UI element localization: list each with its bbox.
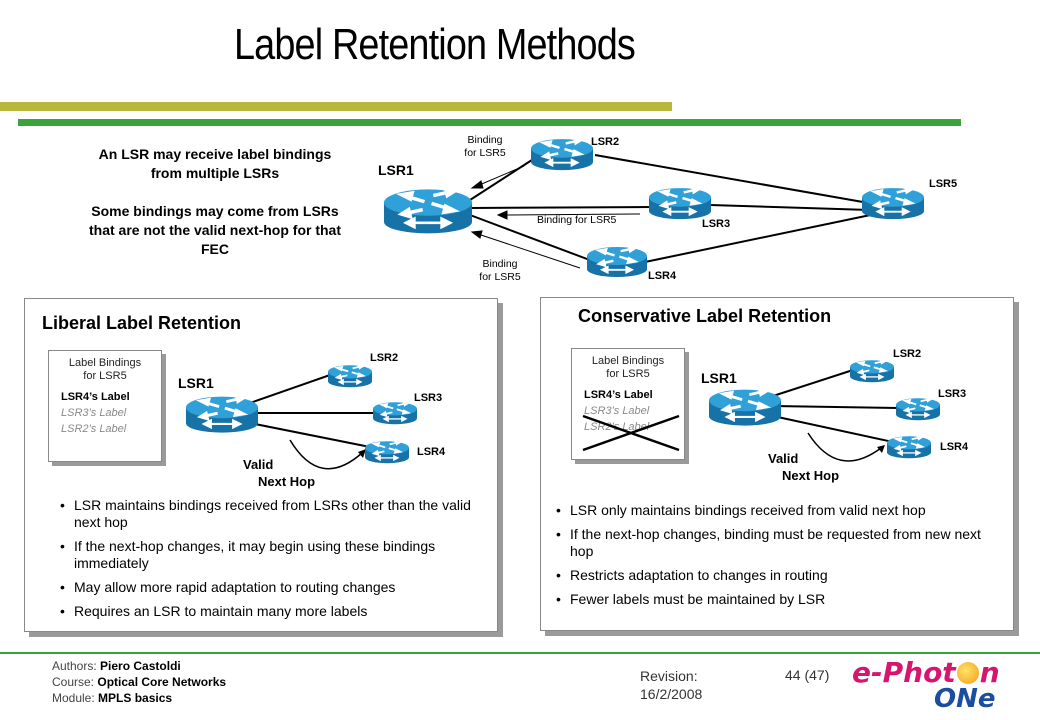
liberal-lsr4-label: LSR4 bbox=[417, 446, 446, 458]
liberal-bullet: May allow more rapid adaptation to routi… bbox=[60, 579, 480, 596]
liberal-bindings-head-2: for LSR5 bbox=[83, 370, 127, 382]
liberal-bullets: LSR maintains bindings received from LSR… bbox=[60, 497, 480, 627]
conservative-bullet: Fewer labels must be maintained by LSR bbox=[556, 591, 996, 608]
liberal-next-hop-label: Next Hop bbox=[258, 474, 316, 489]
intro-text-1: An LSR may receive label bindings from m… bbox=[98, 146, 332, 181]
liberal-bullet: If the next-hop changes, it may begin us… bbox=[60, 538, 480, 572]
router-lsr1-icon bbox=[382, 186, 474, 236]
liberal-network-diagram bbox=[184, 363, 418, 470]
liberal-valid-label: Valid bbox=[243, 457, 274, 472]
title-underline-olive bbox=[0, 102, 672, 111]
top-lsr2-label: LSR2 bbox=[591, 136, 620, 148]
footer-meta: Authors: Piero Castoldi Course: Optical … bbox=[52, 659, 227, 705]
top-network-diagram bbox=[382, 137, 926, 279]
conservative-bullet: If the next-hop changes, binding must be… bbox=[556, 526, 996, 560]
conservative-next-hop-label: Next Hop bbox=[782, 468, 840, 483]
conservative-router-lsr3-icon bbox=[895, 396, 941, 422]
liberal-router-lsr1-icon bbox=[184, 394, 260, 435]
footer-revision: Revision: 16/2/2008 bbox=[640, 668, 703, 702]
router-lsr5-icon bbox=[860, 186, 926, 221]
conservative-lsr1-label: LSR1 bbox=[701, 370, 737, 386]
liberal-row-lsr4: LSR4’s Label bbox=[61, 391, 130, 403]
conservative-valid-label: Valid bbox=[768, 451, 799, 466]
router-lsr2-icon bbox=[529, 137, 595, 172]
liberal-router-lsr3-icon bbox=[372, 400, 418, 426]
liberal-row-lsr3: LSR3’s Label bbox=[61, 407, 127, 419]
footer-page-number: 44 (47) bbox=[785, 667, 830, 683]
conservative-bindings-box: Label Bindings for LSR5 LSR4’s Label LSR… bbox=[571, 348, 685, 460]
intro-text-2: Some bindings may come from LSRs that ar… bbox=[88, 203, 341, 257]
liberal-lsr2-label: LSR2 bbox=[370, 352, 399, 364]
router-lsr3-icon bbox=[647, 186, 713, 221]
liberal-bindings-box: Label Bindings for LSR5 LSR4’s Label LSR… bbox=[48, 350, 162, 462]
conservative-row-lsr3: LSR3’s Label bbox=[584, 405, 650, 417]
liberal-lsr1-label: LSR1 bbox=[178, 375, 214, 391]
footer-divider bbox=[0, 652, 1040, 654]
conservative-lsr2-label: LSR2 bbox=[893, 348, 922, 360]
title-underline-green bbox=[18, 119, 961, 126]
conservative-bullet: Restricts adaptation to changes in routi… bbox=[556, 567, 996, 584]
conservative-row-lsr4: LSR4’s Label bbox=[584, 389, 653, 401]
conservative-router-lsr2-icon bbox=[849, 358, 895, 384]
liberal-router-lsr4-icon bbox=[364, 439, 410, 465]
conservative-lsr4-label: LSR4 bbox=[940, 441, 969, 453]
conservative-router-lsr1-icon bbox=[707, 387, 783, 428]
top-lsr5-label: LSR5 bbox=[929, 178, 958, 190]
conservative-network-diagram bbox=[707, 358, 941, 462]
liberal-bullet: Requires an LSR to maintain many more la… bbox=[60, 603, 480, 620]
binding-label-middle: Binding for LSR5 bbox=[537, 214, 617, 226]
liberal-router-lsr2-icon bbox=[327, 363, 373, 389]
page-title: Label Retention Methods bbox=[234, 20, 636, 69]
router-lsr4-icon bbox=[585, 245, 649, 279]
conservative-bullets: LSR only maintains bindings received fro… bbox=[556, 502, 996, 615]
top-lsr3-label: LSR3 bbox=[702, 218, 731, 230]
conservative-title: Conservative Label Retention bbox=[578, 306, 832, 326]
top-lsr4-label: LSR4 bbox=[648, 270, 677, 282]
conservative-bindings-head-2: for LSR5 bbox=[606, 368, 650, 380]
conservative-router-lsr4-icon bbox=[886, 434, 932, 460]
liberal-title: Liberal Label Retention bbox=[42, 313, 242, 333]
liberal-row-lsr2: LSR2’s Label bbox=[61, 423, 127, 435]
crossed-out-icon bbox=[582, 414, 680, 452]
liberal-bindings-head-1: Label Bindings bbox=[68, 357, 142, 369]
liberal-bullet: LSR maintains bindings received from LSR… bbox=[60, 497, 480, 531]
conservative-bindings-head-1: Label Bindings bbox=[591, 355, 665, 367]
liberal-lsr3-label: LSR3 bbox=[414, 392, 443, 404]
conservative-bullet: LSR only maintains bindings received fro… bbox=[556, 502, 996, 519]
conservative-lsr3-label: LSR3 bbox=[938, 388, 967, 400]
top-lsr1-label: LSR1 bbox=[378, 162, 414, 178]
